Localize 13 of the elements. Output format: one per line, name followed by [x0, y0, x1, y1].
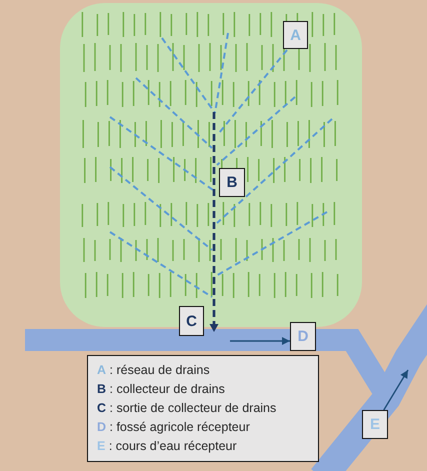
callout-letter: C — [179, 306, 204, 336]
callout-letter: E — [362, 410, 388, 439]
callout-letter: B — [219, 168, 245, 197]
legend-entry: C : sortie de collecteur de drains — [97, 401, 276, 416]
legend-entry: E : cours d’eau récepteur — [97, 439, 237, 454]
legend-entry: D : fossé agricole récepteur — [97, 420, 250, 435]
legend-panel — [87, 355, 319, 462]
arrow — [230, 337, 290, 345]
callout-letter: A — [283, 21, 308, 49]
legend-entry: A : réseau de drains — [97, 363, 210, 378]
legend-entry: B : collecteur de drains — [97, 382, 225, 397]
callout-letter: D — [290, 322, 316, 351]
arrow — [383, 370, 409, 410]
